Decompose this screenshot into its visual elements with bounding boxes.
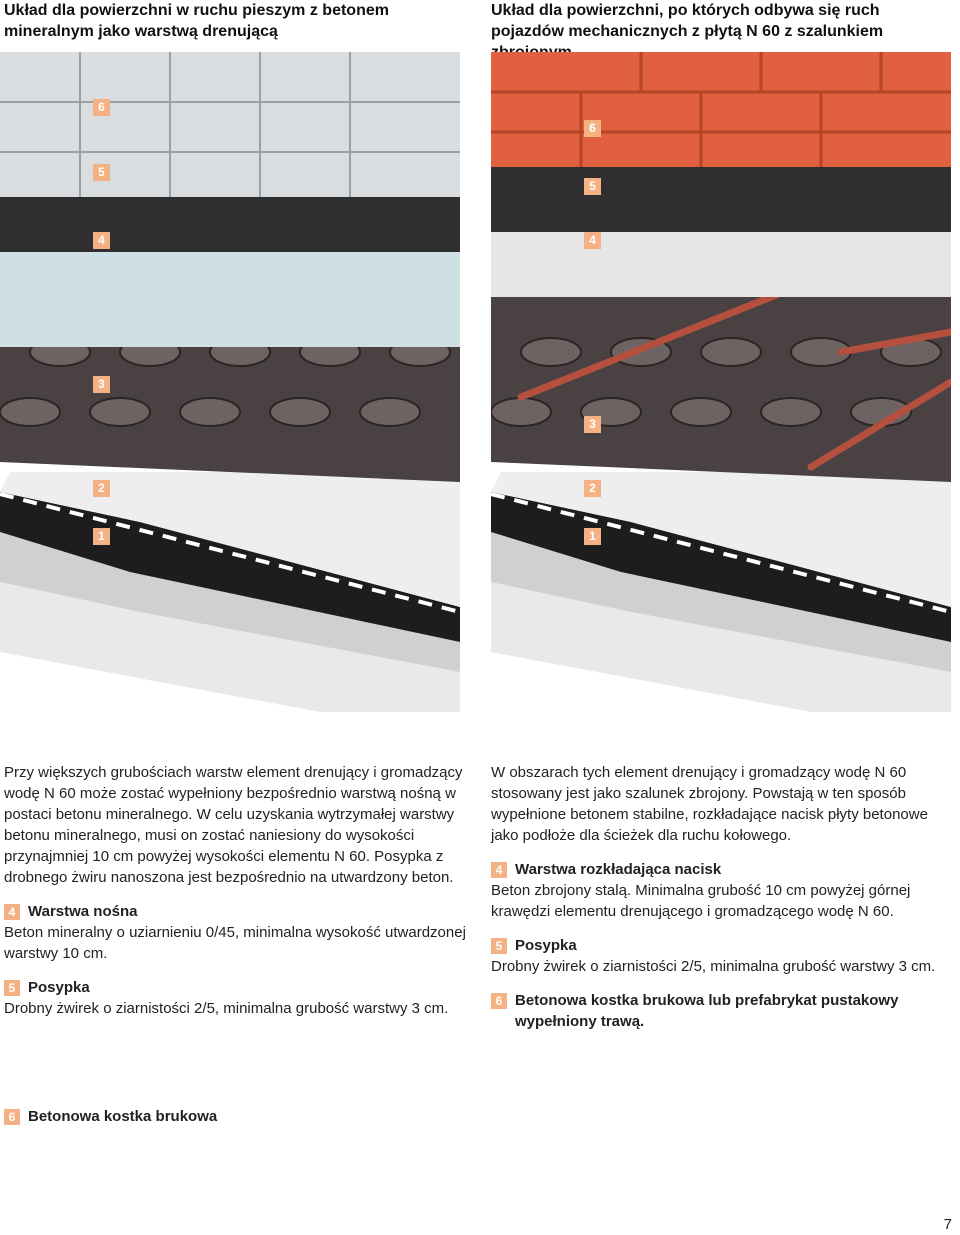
paving-layer — [0, 52, 460, 197]
layer-marker-2: 2 — [93, 480, 110, 497]
layer-marker-5: 5 — [93, 164, 110, 181]
layer-marker-2: 2 — [584, 480, 601, 497]
right-section-4-head: 4 Warstwa rozkładająca nacisk — [491, 859, 951, 880]
layer-marker-6: 6 — [584, 120, 601, 137]
section-number-badge: 5 — [491, 938, 507, 954]
page-number: 7 — [943, 1216, 952, 1233]
layer-marker-4: 4 — [93, 232, 110, 249]
membrane — [0, 492, 460, 642]
left-section-5-body: Drobny żwirek o ziarnistości 2/5, minima… — [4, 1000, 449, 1017]
left-section-5-head: 5 Posypka — [4, 977, 470, 998]
membrane-dash — [491, 492, 951, 614]
reinforced-concrete — [491, 227, 951, 297]
layer-marker-5: 5 — [584, 178, 601, 195]
section-number-badge: 6 — [491, 993, 507, 1009]
left-section-6-head: 6 Betonowa kostka brukowa — [4, 1106, 464, 1127]
right-section-4-body: Beton zbrojony stalą. Minimalna grubość … — [491, 882, 911, 920]
fleece — [491, 472, 951, 607]
section-number-badge: 6 — [4, 1109, 20, 1125]
base-slab — [0, 582, 460, 712]
layer-marker-6: 6 — [93, 99, 110, 116]
section-title: Posypka — [515, 937, 577, 954]
membrane-dash — [0, 492, 460, 614]
section-number-badge: 5 — [4, 980, 20, 996]
right-section-5-head: 5 Posypka — [491, 935, 951, 956]
left-section-4-head: 4 Warstwa nośna — [4, 901, 470, 922]
section-title: Betonowa kostka brukowa lub prefabrykat … — [515, 992, 899, 1030]
section-title: Warstwa nośna — [28, 903, 138, 920]
section-title: Betonowa kostka brukowa — [28, 1108, 218, 1125]
gravel-layer — [491, 162, 951, 232]
right-layer-drawing — [491, 52, 951, 712]
right-illustration: 6 5 4 3 2 1 — [491, 52, 951, 712]
section-number-badge: 4 — [491, 862, 507, 878]
right-section-6-head: 6 Betonowa kostka brukowa lub prefabryka… — [491, 990, 951, 1032]
layer-marker-3: 3 — [93, 376, 110, 393]
section-number-badge: 4 — [4, 904, 20, 920]
base-slab — [491, 582, 951, 712]
gravel-layer — [0, 192, 460, 252]
membrane — [491, 492, 951, 642]
base-slab-top — [491, 532, 951, 672]
left-illustration: 6 5 4 3 2 1 — [0, 52, 460, 712]
left-text-column: Przy większych grubościach warstw elemen… — [4, 762, 470, 1032]
left-layer-drawing — [0, 52, 460, 712]
section-title: Warstwa rozkładająca nacisk — [515, 861, 722, 878]
layer-marker-3: 3 — [584, 416, 601, 433]
left-section-4-body: Beton mineralny o uziarnieniu 0/45, mini… — [4, 924, 466, 962]
brick-paving — [491, 52, 951, 167]
layer-marker-1: 1 — [584, 528, 601, 545]
left-intro: Przy większych grubościach warstw elemen… — [4, 764, 463, 886]
fleece — [0, 472, 460, 607]
base-slab-top — [0, 532, 460, 672]
section-title: Posypka — [28, 979, 90, 996]
mineral-concrete — [0, 247, 460, 347]
right-text-column: W obszarach tych element drenujący i gro… — [491, 762, 951, 1032]
layer-marker-4: 4 — [584, 232, 601, 249]
right-section-5-body: Drobny żwirek o ziarnistości 2/5, minima… — [491, 958, 936, 975]
right-intro: W obszarach tych element drenujący i gro… — [491, 764, 928, 844]
left-column-title: Układ dla powierzchni w ruchu pieszym z … — [4, 2, 389, 40]
layer-marker-1: 1 — [93, 528, 110, 545]
element-cups — [491, 337, 942, 427]
